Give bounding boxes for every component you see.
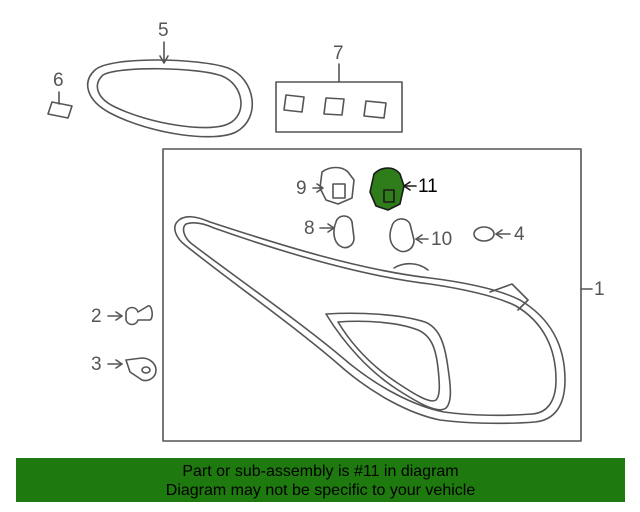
callout-9: 9 bbox=[296, 178, 307, 199]
part-6-strip bbox=[47, 91, 73, 119]
part-10-bulb bbox=[389, 218, 429, 253]
parts-diagram bbox=[47, 41, 593, 442]
callout-8: 8 bbox=[304, 218, 315, 239]
part-9-socket bbox=[312, 166, 355, 205]
part-2-clip bbox=[107, 305, 153, 326]
part-1-lamp-housing bbox=[174, 215, 566, 425]
part-8-bulb bbox=[319, 215, 355, 249]
callout-10: 10 bbox=[431, 229, 453, 250]
callout-5: 5 bbox=[158, 20, 169, 41]
part-5-gasket bbox=[86, 41, 253, 138]
part-4-grommet bbox=[473, 226, 511, 242]
callout-6: 6 bbox=[53, 70, 64, 91]
part-1-frame bbox=[162, 148, 593, 442]
callout-2: 2 bbox=[91, 306, 102, 327]
callout-1: 1 bbox=[594, 279, 605, 300]
callout-3: 3 bbox=[91, 354, 102, 375]
banner-line-2: Diagram may not be specific to your vehi… bbox=[165, 482, 476, 499]
part-11-socket-highlighted bbox=[369, 167, 417, 211]
callout-4: 4 bbox=[514, 224, 525, 245]
part-7-labels bbox=[275, 63, 403, 133]
banner-line-1: Part or sub-assembly is #11 in diagram bbox=[182, 463, 459, 480]
part-3-retainer bbox=[107, 357, 157, 382]
callout-11: 11 bbox=[418, 176, 438, 197]
callout-7: 7 bbox=[333, 43, 344, 64]
info-banner: Part or sub-assembly is #11 in diagram D… bbox=[16, 458, 625, 502]
